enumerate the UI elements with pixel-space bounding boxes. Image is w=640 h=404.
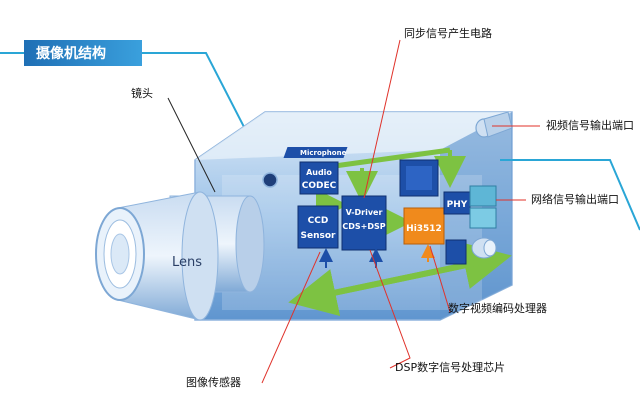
phy-text: PHY	[447, 200, 468, 210]
top-tag: Microphone	[283, 147, 348, 158]
hi3512-chip: Hi3512	[403, 207, 445, 245]
label-sync-circuit: 同步信号产生电路	[404, 26, 492, 40]
vdriver-dsp-chip: V-Driver CDS+DSP	[341, 195, 387, 251]
label-lens: 镜头	[131, 86, 153, 100]
title-pointer-line	[142, 52, 263, 163]
audio-codec-line2: CODEC	[302, 181, 337, 191]
ccd-sensor-chip: CCD Sensor	[297, 205, 339, 249]
label-image-sensor: 图像传感器	[186, 376, 241, 389]
mic-hole	[262, 172, 278, 188]
audio-codec-line1: Audio	[306, 168, 332, 177]
label-video-out-port: 视频信号输出端口	[546, 118, 634, 132]
lens-assembly: Lens	[95, 191, 265, 321]
label-digital-video-codec: 数字视频编码处理器	[448, 301, 547, 315]
signal-arrows	[288, 147, 512, 317]
vdriver-line2: CDS+DSP	[342, 222, 385, 231]
vdriver-line1: V-Driver	[346, 208, 383, 217]
hi3512-text: Hi3512	[406, 224, 442, 234]
audio-codec-chip: Audio CODEC	[299, 161, 339, 195]
network-jack	[469, 185, 497, 229]
memory-chip	[399, 159, 439, 197]
page-title: 摄像机结构	[36, 45, 106, 62]
video-out-connector	[445, 237, 497, 265]
label-network-out-port: 网络信号输出端口	[531, 192, 619, 206]
lens-text: Lens	[172, 255, 202, 270]
label-dsp-chip: DSP数字信号处理芯片	[395, 360, 505, 374]
callout-lines	[167, 39, 540, 384]
phy-chip: PHY	[443, 191, 471, 215]
ccd-line1: CCD	[308, 216, 329, 226]
cyan-right-line	[500, 159, 640, 231]
title-banner: 摄像机结构	[0, 40, 263, 163]
top-tag-text: Microphone	[300, 149, 347, 157]
ccd-line2: Sensor	[301, 231, 337, 241]
